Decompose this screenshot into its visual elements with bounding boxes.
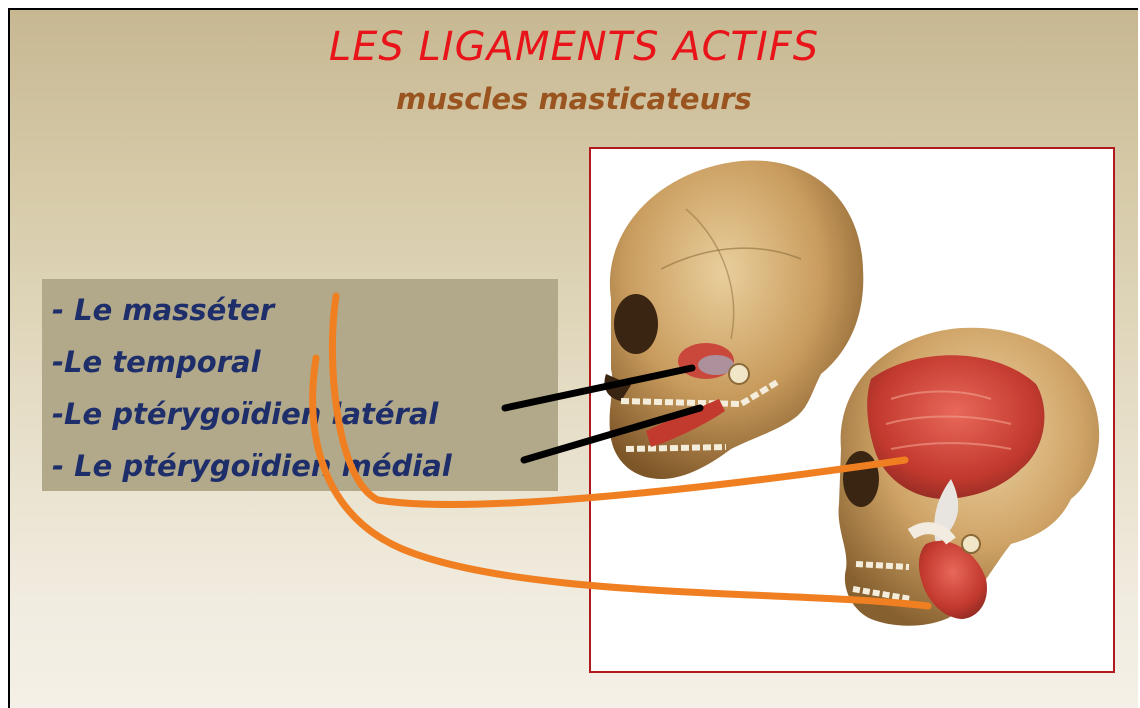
muscle-list: - Le masséter -Le temporal -Le ptérygoïd… [42, 279, 558, 491]
list-item-pterygoid-lateral: -Le ptérygoïdien latéral [52, 397, 438, 431]
slide-subtitle: muscles masticateurs [10, 82, 1138, 116]
slide: LES LIGAMENTS ACTIFS muscles masticateur… [8, 8, 1138, 708]
skulls-drawing [591, 149, 1113, 671]
anatomy-illustration [589, 147, 1115, 673]
front-skull [839, 328, 1100, 626]
list-item-temporal: -Le temporal [52, 345, 261, 379]
list-item-masseter: - Le masséter [52, 293, 274, 327]
list-item-pterygoid-medial: - Le ptérygoïdien médial [52, 449, 452, 483]
slide-title: LES LIGAMENTS ACTIFS [10, 24, 1138, 70]
back-skull [604, 160, 863, 479]
